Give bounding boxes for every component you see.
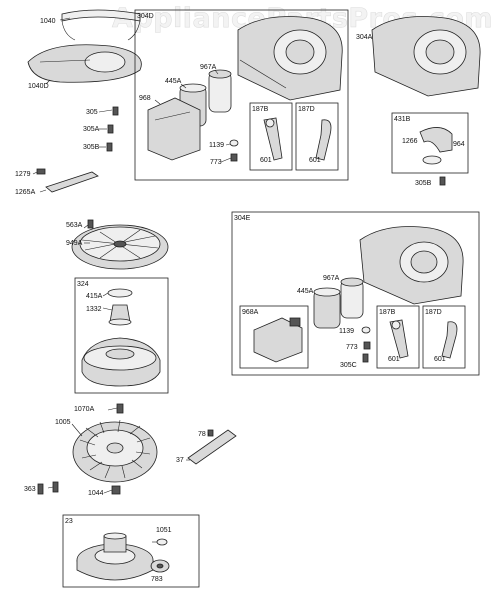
part-label-415a: 415A: [86, 293, 103, 300]
part-label-1005: 1005: [55, 419, 71, 426]
part-949a-screen: [71, 224, 169, 270]
box-187d-top: [295, 102, 339, 171]
part-187d-tube-top: [315, 119, 332, 161]
box-label-23: 23: [65, 518, 73, 525]
part-label-445a-top: 445A: [165, 78, 182, 85]
part-324-rotating-screen: [81, 337, 161, 387]
part-431b-elbow: [419, 127, 453, 165]
part-1044-nut: [111, 485, 121, 495]
part-304d-housing: [237, 16, 343, 101]
part-783-gear: [150, 559, 170, 573]
part-187d-tube-mid: [441, 321, 458, 359]
part-label-305: 305: [86, 109, 98, 116]
part-773-nut: [230, 153, 238, 162]
part-label-601-d: 601: [434, 356, 446, 363]
part-label-601-b: 601: [309, 157, 321, 164]
part-label-1266: 1266: [402, 138, 418, 145]
box-label-431b: 431B: [394, 116, 411, 123]
part-304e-housing: [359, 226, 464, 305]
part-label-601-c: 601: [388, 356, 400, 363]
box-label-187d-mid: 187D: [425, 309, 442, 316]
part-label-773-top: 773: [210, 159, 222, 166]
part-label-1139-top: 1139: [209, 142, 224, 149]
part-967a-filter-mid: [340, 277, 364, 319]
part-1051-washer: [156, 538, 168, 546]
part-968a-precleaner: [253, 317, 303, 363]
box-187d-mid: [422, 305, 466, 369]
box-label-187d-top: 187D: [298, 106, 315, 113]
box-304d: [134, 9, 349, 181]
part-23-flywheel: [76, 532, 154, 581]
part-label-305b-left: 305B: [83, 144, 100, 151]
box-187b-top: [249, 102, 293, 171]
part-773-nut-mid: [363, 341, 371, 350]
part-label-1070a: 1070A: [74, 406, 95, 413]
part-305-screw: [112, 106, 119, 116]
part-label-1139-mid: 1139: [339, 328, 354, 335]
part-305c-screw: [362, 353, 369, 363]
box-label-304e: 304E: [234, 215, 251, 222]
part-label-773-mid: 773: [346, 344, 358, 351]
part-label-967a-top: 967A: [200, 64, 217, 71]
part-label-37: 37: [176, 457, 184, 464]
leader-lines: [32, 17, 232, 567]
part-1070a-key: [116, 403, 124, 414]
part-1040-shroud-ring: [61, 9, 141, 41]
part-1279-bolt: [36, 168, 46, 175]
part-968-precleaner: [147, 97, 201, 161]
part-187b-tube-mid: [389, 319, 409, 359]
part-label-968-top: 968: [139, 95, 151, 102]
part-415a-cup: [107, 288, 133, 298]
part-label-601-a: 601: [260, 157, 272, 164]
part-78-clip: [207, 429, 214, 437]
box-304e: [231, 211, 480, 376]
part-label-304a: 304A: [356, 34, 373, 41]
part-label-305b-right: 305B: [415, 180, 432, 187]
box-label-187b-mid: 187B: [379, 309, 396, 316]
box-label-968a: 968A: [242, 309, 259, 316]
part-label-563a: 563A: [66, 222, 83, 229]
part-label-1040: 1040: [40, 18, 56, 25]
part-label-305a: 305A: [83, 126, 100, 133]
part-305b-screw-right: [439, 176, 446, 186]
part-1139-washer: [229, 139, 239, 147]
box-label-304d: 304D: [137, 13, 154, 20]
part-1005-flywheel: [72, 419, 158, 483]
part-label-967a-mid: 967A: [323, 275, 340, 282]
box-324: [74, 277, 169, 394]
part-label-445a-mid: 445A: [297, 288, 314, 295]
part-187b-tube-top: [263, 117, 283, 161]
part-label-949a: 949A: [66, 240, 83, 247]
part-label-1332: 1332: [86, 306, 102, 313]
part-label-1279: 1279: [15, 171, 31, 178]
part-305b-screw: [106, 142, 113, 152]
part-label-783: 783: [151, 576, 163, 583]
part-label-363: 363: [24, 486, 36, 493]
part-1265a-bracket: [45, 171, 99, 193]
part-label-305c: 305C: [340, 362, 357, 369]
part-label-964: 964: [453, 141, 465, 148]
box-23: [62, 514, 200, 588]
part-1040d-cover: [27, 44, 142, 83]
box-label-324: 324: [77, 281, 89, 288]
part-label-1040d: 1040D: [28, 83, 49, 90]
part-1332-hub: [108, 304, 132, 326]
box-187b-mid: [376, 305, 420, 369]
part-304a-housing: [371, 16, 481, 97]
box-968a: [239, 305, 309, 369]
part-563a-screw: [87, 219, 94, 229]
part-967a-filter-top: [208, 69, 232, 113]
part-label-1051: 1051: [156, 527, 172, 534]
part-label-1265a: 1265A: [15, 189, 36, 196]
part-305a-screw: [107, 124, 114, 134]
box-label-187b-top: 187B: [252, 106, 269, 113]
box-431b: [391, 112, 469, 174]
part-37-brake: [187, 429, 237, 465]
part-1139-washer-mid: [361, 326, 371, 334]
part-445a-filter-mid: [313, 287, 341, 329]
part-label-78: 78: [198, 431, 206, 438]
part-label-1044: 1044: [88, 490, 104, 497]
